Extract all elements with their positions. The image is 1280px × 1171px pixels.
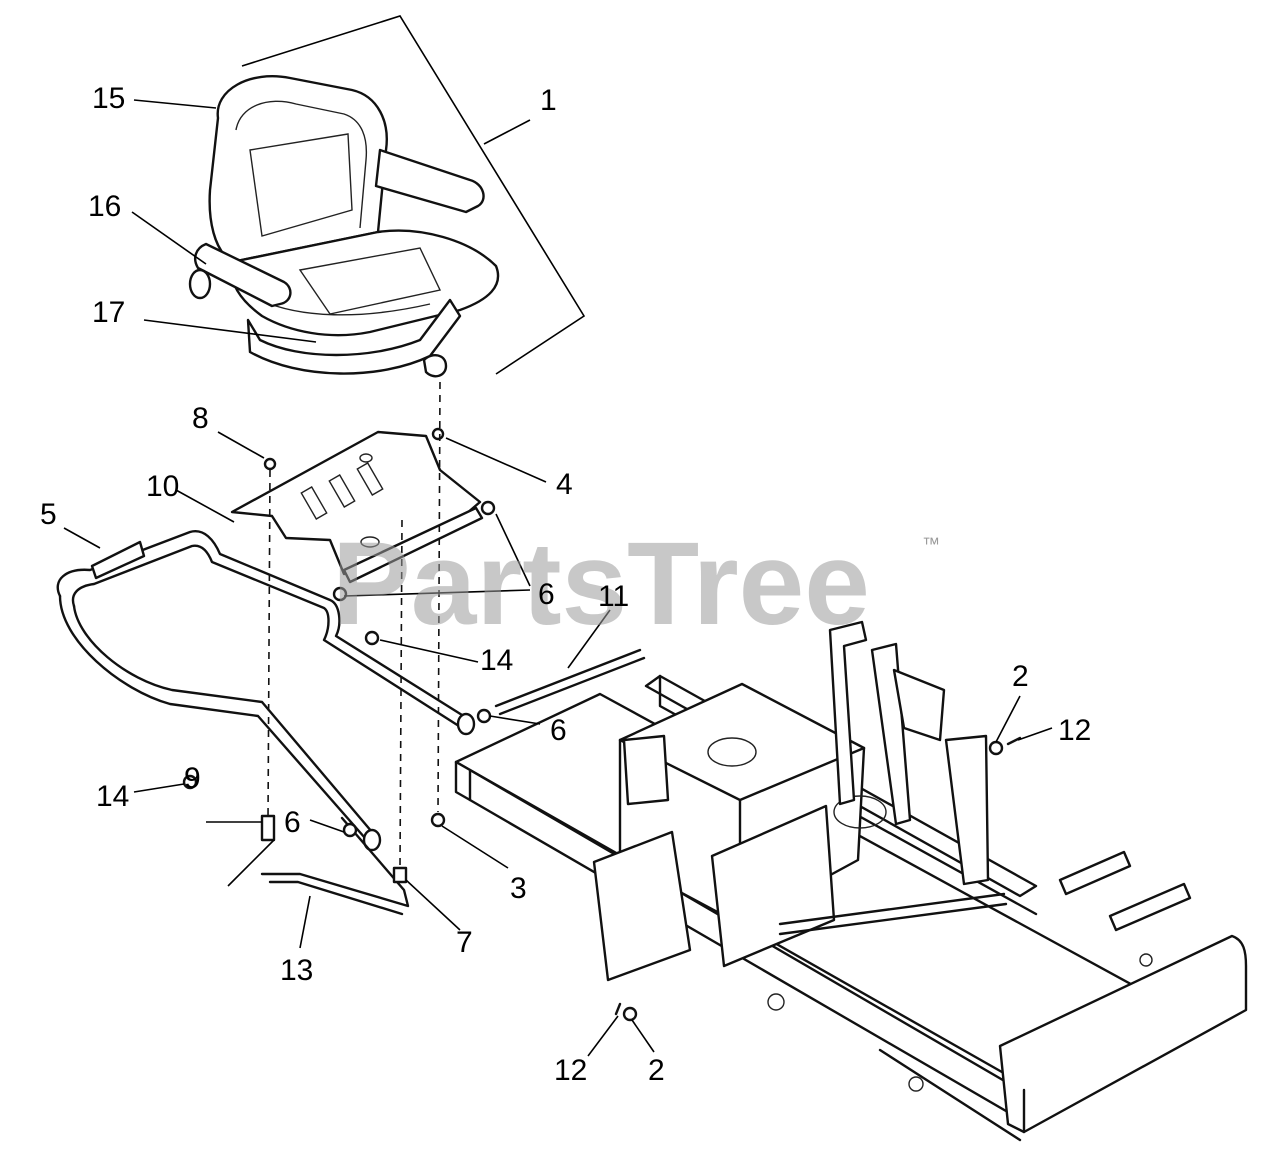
leader-lines [63, 99, 1053, 1057]
seat-plate [230, 430, 484, 584]
mower-chassis [454, 620, 1248, 1142]
callout-17: 17 [92, 296, 125, 329]
mounting-lines [267, 381, 441, 867]
callout-3: 3 [510, 872, 527, 905]
callout-6b: 6 [550, 714, 567, 747]
callout-2a: 2 [1012, 660, 1029, 693]
callout-9: 9 [184, 762, 201, 795]
callout-12b: 12 [554, 1054, 587, 1087]
callout-8: 8 [192, 402, 209, 435]
callout-1: 1 [540, 84, 557, 117]
callout-14b: 14 [96, 780, 129, 813]
callout-6a: 6 [538, 578, 555, 611]
callout-12a: 12 [1058, 714, 1091, 747]
pivot-rod [494, 648, 646, 716]
callout-2b: 2 [648, 1054, 665, 1087]
callout-15: 15 [92, 82, 125, 115]
callout-5: 5 [40, 498, 57, 531]
callout-11: 11 [598, 580, 629, 613]
watermark-trademark: ™ [922, 534, 940, 554]
callout-7: 7 [456, 926, 473, 959]
callout-16: 16 [88, 190, 121, 223]
support-rod [260, 816, 410, 916]
callout-14a: 14 [480, 644, 513, 677]
watermark: PartsTree ™ [332, 518, 940, 650]
callout-4: 4 [556, 468, 573, 501]
callout-10: 10 [146, 470, 179, 503]
callout-13: 13 [280, 954, 313, 987]
callouts: 15 1 16 17 8 10 4 5 6 11 14 2 12 6 14 9 … [40, 82, 1091, 1087]
seat-frame-tube [56, 530, 476, 852]
seat-assembly [188, 15, 586, 378]
watermark-text: PartsTree [332, 518, 870, 650]
callout-6c: 6 [284, 806, 301, 839]
